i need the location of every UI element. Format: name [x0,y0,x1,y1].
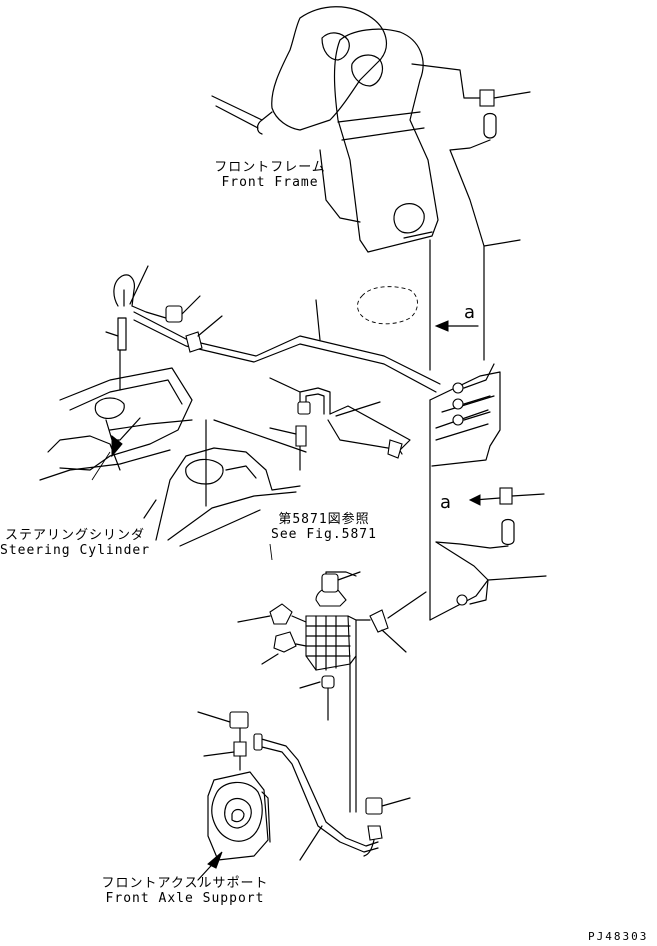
front-axle-support-drawing [197,771,271,881]
steering-cylinder-piping [105,265,441,393]
front-frame-label-jp: フロントフレーム [214,160,326,175]
front-axle-support-label-jp: フロントアクスルサポート [101,876,269,891]
steering-cylinder-drawing [39,367,193,519]
leader-lines [91,451,273,561]
rear-cylinder-mount [155,419,307,547]
see-fig-reference-jp: 第5871図参照 [278,512,370,527]
drawing-code: PJ48303 [588,930,649,943]
steering-cylinder-label-jp: ステアリングシリンダ [4,528,145,543]
see-fig-reference-label: 第5871図参照 See Fig.5871 [264,512,384,542]
right-manifold-block [429,363,547,621]
top-right-pipe-assembly [411,63,531,361]
front-axle-support-label-en: Front Axle Support [105,891,265,906]
steering-cylinder-label-en: Steering Cylinder [0,543,151,558]
view-marker-a-right: a [440,492,452,513]
front-frame-label-en: Front Frame [221,175,319,190]
steering-cylinder-label: ステアリングシリンダ Steering Cylinder [0,528,150,558]
front-axle-support-label: フロントアクスルサポート Front Axle Support [100,876,270,906]
view-marker-a-top: a [464,302,476,323]
front-frame-label: フロントフレーム Front Frame [210,160,330,190]
see-fig-reference-en: See Fig.5871 [271,527,377,542]
middle-tube-assembly [269,377,411,459]
front-frame-drawing [211,6,479,371]
central-valve-block [237,571,427,813]
front-axle-support-piping [197,711,411,861]
